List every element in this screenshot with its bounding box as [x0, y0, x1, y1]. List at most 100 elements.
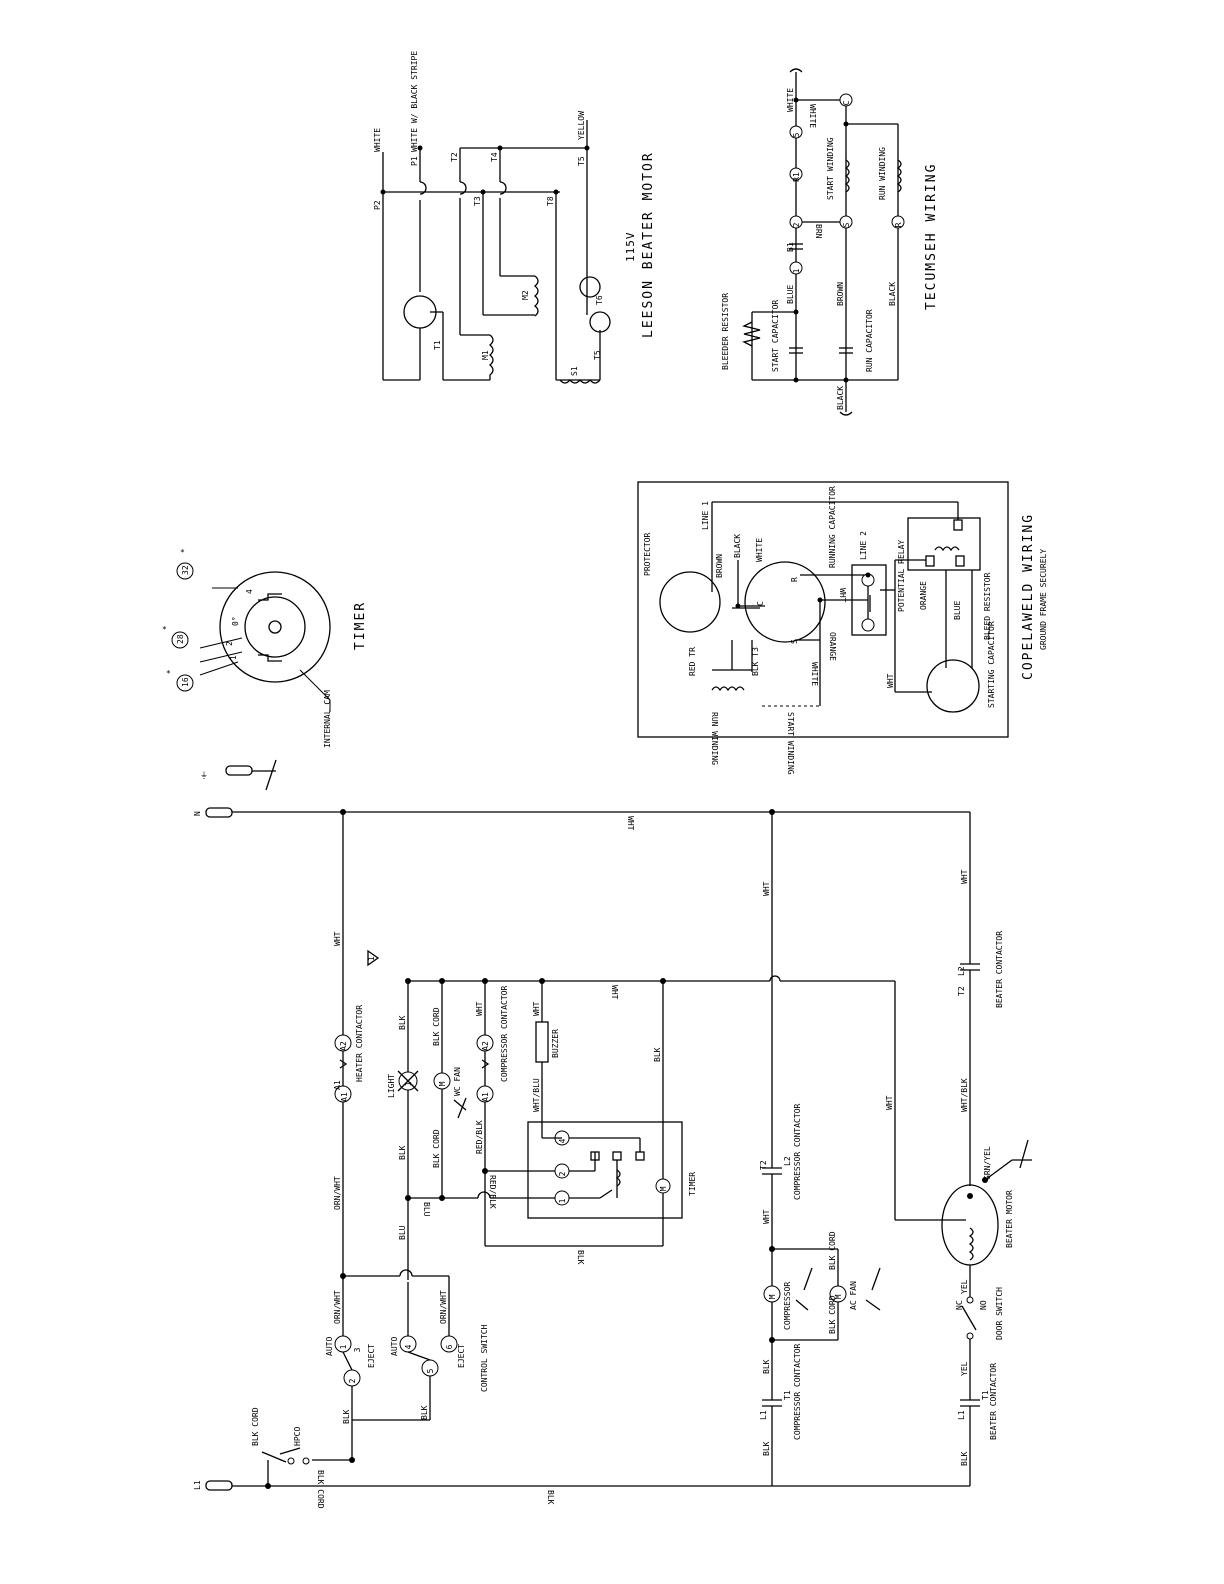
door-switch-label: DOOR SWITCH: [995, 1287, 1004, 1340]
leeson-wbs-label: WHITE W/ BLACK STRIPE: [410, 51, 419, 152]
cs-term-1: 1: [339, 1344, 348, 1349]
timer-t28: 28: [176, 634, 185, 644]
cop-title: COPELAWELD WIRING: [1021, 513, 1036, 680]
cop-blue: BLUE: [953, 601, 962, 620]
cs-term-6: 6: [445, 1344, 454, 1349]
cop-white-inv: WHITE: [810, 662, 819, 686]
tec-blue: BLUE: [786, 285, 795, 304]
control-switch-label: CONTROL SWITCH: [480, 1324, 489, 1392]
main-schematic: ⏚ N L1: [193, 759, 1032, 1509]
timer-angle: 0°: [231, 616, 240, 626]
light-o: 1: [404, 1081, 413, 1086]
cop-start-winding: START WINDING: [786, 712, 795, 775]
leeson-t1-label: T1: [433, 340, 442, 350]
cop-potential-relay: POTENTIAL RELAY: [897, 540, 906, 612]
blk-cord-label: BLK CORD: [251, 1407, 260, 1446]
tec-white-label: WHITE: [786, 88, 795, 112]
leeson-m2-label: M2: [521, 290, 530, 300]
cop-r: R: [790, 577, 799, 582]
tec-black: BLACK: [888, 282, 897, 306]
leeson-beater-motor: WHITE P2 WHITE W/ BLACK STRIPE P1 T2 T4 …: [373, 51, 656, 384]
blk-cord-label2: BLK CORD: [316, 1470, 325, 1509]
w-blk-c1: BLK: [762, 1441, 771, 1456]
n-label: N: [193, 811, 202, 816]
l1-label: L1: [193, 1480, 202, 1490]
cop-c: C: [756, 601, 765, 606]
timer-term-1: 1: [558, 1198, 567, 1203]
tec-node-c: C: [842, 100, 851, 105]
tec-b1: B1: [786, 242, 795, 252]
tec-run-winding: RUN WINDING: [878, 147, 887, 200]
cs-auto2: AUTO: [390, 1337, 399, 1356]
leeson-p1-label: P1: [410, 156, 419, 166]
tec-start-cap: START CAPACITOR: [771, 300, 780, 372]
w-blk-cs1: BLK: [342, 1409, 351, 1424]
timer-asterisk-3: *: [166, 669, 171, 678]
triangle-num: 1: [367, 956, 376, 961]
w-blk-cord-b: BLK CORD: [432, 1129, 441, 1168]
w-wht-mid: WHT: [762, 881, 771, 896]
w-wht-buzz: WHT: [532, 1001, 541, 1016]
w-wht-top: WHT: [626, 816, 635, 831]
w-blk-cord-d: BLK CORD: [828, 1295, 837, 1334]
cs-term-5: 5: [426, 1368, 435, 1373]
ground-symbol: ⏚: [200, 771, 208, 780]
cop-blk-t3: BLK T3: [751, 647, 760, 676]
leeson-m1-label: M1: [481, 350, 490, 360]
tec-node-5: 5: [792, 132, 801, 137]
hc-a1-term: A1: [340, 1092, 349, 1102]
cs-auto: AUTO: [325, 1337, 334, 1356]
nc-label: NC: [955, 1300, 964, 1310]
w-wht-right: WHT: [960, 869, 969, 884]
wcfan-m: M: [438, 1081, 447, 1086]
compressor-label: COMPRESSOR: [783, 1282, 792, 1330]
cs-term-2: 2: [348, 1378, 357, 1383]
w-wht-left: WHT: [333, 931, 342, 946]
timer-cam-4: 4: [245, 589, 254, 594]
tec-brown: BROWN: [836, 282, 845, 306]
w-blk-timer: BLK: [653, 1047, 662, 1062]
leeson-t5-label: T5: [577, 156, 586, 166]
tec-node-r: R: [894, 222, 903, 227]
cop-run-winding: RUN WINDING: [710, 712, 719, 765]
compressor-contactor-label: COMPRESSOR CONTACTOR: [500, 985, 509, 1082]
w-orn-wht3: ORN/WHT: [439, 1290, 448, 1324]
w-orn-wht: ORN/WHT: [333, 1176, 342, 1210]
w-blk-light: BLK: [398, 1015, 407, 1030]
hc-a2: A2: [339, 1041, 348, 1051]
cc-l1: L1: [759, 1410, 768, 1420]
cop-red-tr: RED TR: [688, 647, 697, 676]
timer-asterisk-1: *: [180, 548, 185, 557]
timer-t16: 16: [181, 677, 190, 687]
timer-term-m: M: [659, 1186, 668, 1191]
cc-t2-label: COMPRESSOR CONTACTOR: [793, 1103, 802, 1200]
cop-white: WHITE: [755, 538, 764, 562]
cc-l2: L2: [783, 1156, 792, 1166]
w-orn-wht2: ORN/WHT: [333, 1290, 342, 1324]
cc-t2: T2: [759, 1160, 768, 1170]
timer-cam-1: 1: [229, 655, 238, 660]
cc-a1: A1: [481, 1092, 490, 1102]
timer-diagram: 32 28 16 * * * 4 2 1 0° INTERNAL CAM TIM…: [162, 548, 368, 748]
tec-node-r1: R1: [792, 172, 801, 182]
heater-contactor-label: HEATER CONTACTOR: [355, 1005, 364, 1082]
leeson-p2-label: P2: [373, 200, 382, 210]
cs-eject2: EJECT: [457, 1344, 466, 1368]
leeson-s1-label: S1: [570, 366, 579, 376]
hpco-label: HPCO: [293, 1427, 302, 1446]
timer-asterisk-2: *: [162, 625, 167, 634]
cop-s: S: [790, 639, 799, 644]
w-blk-bot2: BLK: [960, 1451, 969, 1466]
w-blk-cord-a: BLK CORD: [432, 1007, 441, 1046]
leeson-title-voltage: 115V: [624, 232, 637, 263]
tec-node-1: 1: [792, 268, 801, 273]
leeson-t2-label: T2: [450, 152, 459, 162]
w-blk-cs2: BLK: [420, 1405, 429, 1420]
timer-title: TIMER: [353, 601, 368, 650]
bc-l2: L2: [957, 966, 966, 976]
bc-t2-label: BEATER CONTACTOR: [995, 931, 1004, 1008]
cop-line1: LINE 1: [701, 501, 710, 530]
timer-t32: 32: [181, 565, 190, 575]
light-label: LIGHT: [387, 1074, 396, 1098]
